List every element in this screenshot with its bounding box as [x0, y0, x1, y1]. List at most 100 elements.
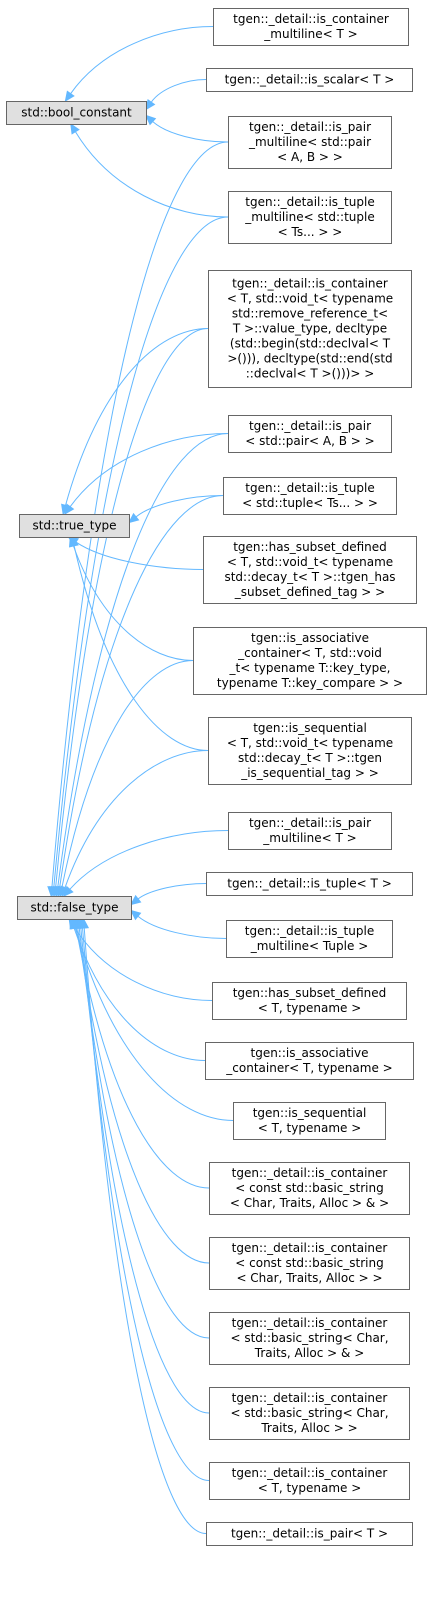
- class-node-box: [228, 415, 392, 453]
- class-node[interactable]: tgen::is_sequential< T, typename >: [233, 1102, 386, 1140]
- inheritance-edge: [145, 79, 207, 111]
- class-name-line: tgen::_detail::is_tuple< T >: [227, 877, 392, 891]
- class-name-line: < const std::basic_string: [235, 1256, 383, 1270]
- class-node-box: [228, 812, 392, 850]
- inheritance-edge: [72, 917, 210, 1264]
- class-node[interactable]: tgen::_detail::is_tuple_multiline< Tuple…: [226, 920, 393, 958]
- class-node[interactable]: tgen::_detail::is_scalar< T >: [206, 68, 413, 92]
- class-node-box: [208, 270, 412, 388]
- class-name-line: tgen::_detail::is_tuple: [245, 924, 374, 938]
- class-node-box: [213, 8, 409, 46]
- class-name-line: tgen::_detail::is_container: [232, 1241, 388, 1255]
- class-node[interactable]: tgen::_detail::is_container< const std::…: [209, 1162, 410, 1215]
- base-class-node[interactable]: std::bool_constant: [6, 101, 147, 125]
- inheritance-edge: [64, 26, 214, 103]
- class-name-line: < Ts... > >: [278, 225, 343, 239]
- class-name-line: tgen::has_subset_defined: [233, 540, 387, 554]
- class-name-line: < T, std::void_t< typename: [227, 292, 393, 306]
- class-name-line: Traits, Alloc > & >: [254, 1346, 365, 1360]
- class-node-box: [226, 920, 393, 958]
- class-name-line: tgen::_detail::is_container: [232, 1391, 388, 1405]
- class-node-box: [209, 1387, 410, 1440]
- class-node-box: [209, 1237, 410, 1290]
- class-name-line: tgen::_detail::is_container: [232, 1166, 388, 1180]
- class-name-line: std::bool_constant: [21, 106, 132, 120]
- class-node[interactable]: tgen::_detail::is_tuple_multiline< std::…: [228, 191, 392, 244]
- inheritance-edge: [145, 114, 229, 143]
- class-name-line: _t< typename T::key_type,: [229, 661, 391, 675]
- base-class-node[interactable]: std::true_type: [19, 514, 130, 538]
- class-name-line: tgen::has_subset_defined: [233, 986, 387, 1000]
- class-node-box: [193, 627, 427, 695]
- class-node-box: [206, 1522, 413, 1546]
- class-name-line: typename T::key_compare > >: [217, 676, 403, 690]
- inheritance-edge: [76, 917, 210, 1414]
- class-name-line: _multiline< Tuple >: [250, 939, 369, 953]
- class-name-line: std::decay_t< T >::tgen: [238, 751, 382, 765]
- class-node-box: [228, 191, 392, 244]
- class-node-box: [209, 1312, 410, 1365]
- inheritance-edge: [74, 917, 210, 1339]
- class-name-line: < const std::basic_string: [235, 1181, 383, 1195]
- class-name-line: tgen::is_associative: [251, 1046, 369, 1060]
- class-name-line: < Char, Traits, Alloc > >: [236, 1271, 382, 1285]
- class-name-line: tgen::_detail::is_pair< T >: [231, 1527, 388, 1541]
- class-name-line: tgen::_detail::is_container: [233, 12, 389, 26]
- class-node[interactable]: tgen::_detail::is_container< const std::…: [209, 1237, 410, 1290]
- class-name-line: tgen::_detail::is_tuple: [245, 481, 374, 495]
- class-name-line: >())), decltype(std::end(std: [227, 352, 392, 366]
- class-name-line: < std::basic_string< Char,: [230, 1331, 388, 1345]
- class-node[interactable]: tgen::has_subset_defined< T, typename >: [212, 982, 407, 1020]
- class-node-box: [233, 1102, 386, 1140]
- class-name-line: tgen::_detail::is_container: [232, 1316, 388, 1330]
- class-node[interactable]: tgen::has_subset_defined< T, std::void_t…: [203, 536, 417, 604]
- class-node[interactable]: tgen::_detail::is_container< std::basic_…: [209, 1387, 410, 1440]
- class-name-line: _multiline< T >: [263, 27, 357, 41]
- class-node-box: [212, 982, 407, 1020]
- class-node[interactable]: tgen::_detail::is_pair_multiline< T >: [228, 812, 392, 850]
- class-name-line: < std::tuple< Ts... > >: [242, 496, 378, 510]
- inheritance-edge: [128, 495, 224, 524]
- inheritance-edge: [71, 917, 210, 1189]
- class-node[interactable]: tgen::_detail::is_container< std::basic_…: [209, 1312, 410, 1365]
- class-node[interactable]: tgen::_detail::is_tuple< std::tuple< Ts.…: [223, 477, 397, 515]
- class-name-line: std::true_type: [32, 519, 116, 533]
- class-node[interactable]: tgen::_detail::is_pair< T >: [206, 1522, 413, 1546]
- class-node[interactable]: tgen::_detail::is_container_multiline< T…: [213, 8, 409, 46]
- class-node[interactable]: tgen::_detail::is_pair_multiline< std::p…: [228, 116, 392, 169]
- class-node[interactable]: tgen::_detail::is_container< T, typename…: [209, 1462, 410, 1500]
- class-node[interactable]: tgen::_detail::is_container< T, std::voi…: [208, 270, 412, 388]
- class-name-line: < Char, Traits, Alloc > & >: [230, 1196, 389, 1210]
- class-name-line: std::decay_t< T >::tgen_has: [224, 570, 395, 584]
- class-node-box: [206, 68, 413, 92]
- class-name-line: tgen::_detail::is_pair: [249, 419, 371, 433]
- inheritance-edge: [70, 122, 229, 218]
- inheritance-edge: [68, 917, 213, 1001]
- class-node[interactable]: tgen::is_sequential< T, std::void_t< typ…: [208, 717, 412, 785]
- class-name-line: _subset_defined_tag > >: [234, 585, 385, 599]
- class-name-line: < std::pair< A, B > >: [245, 434, 374, 448]
- class-node[interactable]: tgen::is_associative_container< T, std::…: [193, 627, 427, 695]
- base-class-node[interactable]: std::false_type: [17, 896, 132, 920]
- class-name-line: _multiline< T >: [262, 831, 356, 845]
- class-name-line: < T, std::void_t< typename: [227, 555, 393, 569]
- class-node[interactable]: tgen::is_associative_container< T, typen…: [205, 1042, 414, 1080]
- class-name-line: < T, typename >: [258, 1001, 362, 1015]
- class-node[interactable]: tgen::_detail::is_pair< std::pair< A, B …: [228, 415, 392, 453]
- class-name-line: (std::begin(std::declval< T: [230, 337, 391, 351]
- inheritance-edge: [130, 883, 207, 906]
- inheritance-edge: [60, 750, 209, 898]
- class-name-line: _multiline< std::pair: [248, 135, 371, 149]
- class-name-line: < T, typename >: [258, 1481, 362, 1495]
- class-node-box: [209, 1462, 410, 1500]
- class-nodes: std::bool_constantstd::true_typestd::fal…: [6, 8, 427, 1546]
- inheritance-edge: [69, 917, 206, 1061]
- class-name-line: tgen::_detail::is_tuple: [245, 195, 374, 209]
- class-node[interactable]: tgen::_detail::is_tuple< T >: [206, 872, 413, 896]
- inheritance-edge: [77, 917, 210, 1481]
- class-node-box: [208, 717, 412, 785]
- class-name-line: std::remove_reference_t<: [232, 307, 388, 321]
- class-name-line: tgen::is_sequential: [253, 721, 367, 735]
- class-node-box: [205, 1042, 414, 1080]
